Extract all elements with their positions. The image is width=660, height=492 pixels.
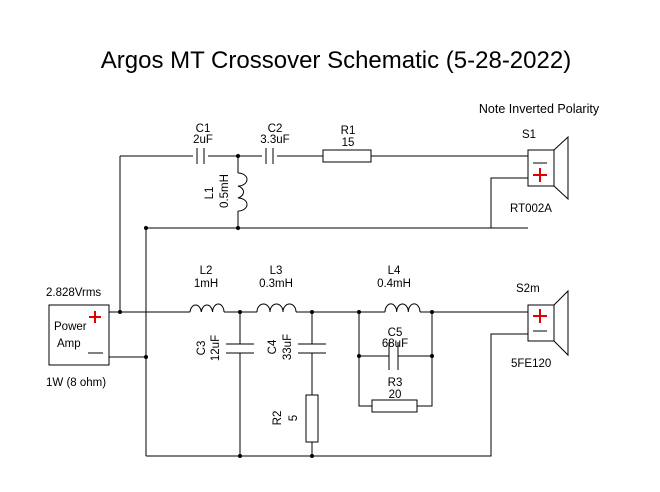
s2m-model: 5FE120 <box>511 358 551 370</box>
amp-voltage: 2.828Vrms <box>46 287 101 299</box>
ground-rail <box>146 333 528 457</box>
speaker-s1 <box>527 135 569 201</box>
l2-name: L2 <box>200 265 213 277</box>
inductor-l2 <box>189 303 225 313</box>
l3-name: L3 <box>270 265 283 277</box>
c3-value: 12uF <box>210 335 222 361</box>
c5-value: 68uF <box>382 338 408 350</box>
l3-value: 0.3mH <box>259 278 293 290</box>
c4-name: C4 <box>267 339 279 354</box>
r2-name: R2 <box>272 411 284 426</box>
l1-value: 0.5mH <box>219 174 231 208</box>
c5-name: C5 <box>388 327 403 339</box>
junction-dots <box>118 154 434 458</box>
inductor-l4 <box>384 303 421 313</box>
l4-name: L4 <box>388 265 401 277</box>
s1-return-wire <box>490 177 528 228</box>
inductor-l1 <box>237 172 248 212</box>
capacitor-c2 <box>265 148 274 164</box>
s2m-name: S2m <box>516 283 540 295</box>
r3-name: R3 <box>388 377 403 389</box>
l1-name: L1 <box>204 187 216 200</box>
l4-value: 0.4mH <box>377 278 411 290</box>
c2-name: C2 <box>268 123 283 135</box>
r3-value: 20 <box>389 389 402 401</box>
r2-value: 5 <box>288 415 300 421</box>
resistor-r1 <box>322 149 372 163</box>
c3-name: C3 <box>196 341 208 356</box>
resistor-r2 <box>305 394 319 443</box>
polarity-note: Note Inverted Polarity <box>479 102 600 116</box>
l4-parallel-wire <box>358 312 433 407</box>
c4-value: 33uF <box>282 334 294 360</box>
schematic-title: Argos MT Crossover Schematic (5-28-2022) <box>101 47 571 74</box>
c1-value: 2uF <box>193 134 213 146</box>
tweeter-return-wire <box>145 227 528 456</box>
capacitor-c4 <box>298 343 326 354</box>
capacitor-c1 <box>196 148 205 164</box>
c2-value: 3.3uF <box>260 134 289 146</box>
l2-value: 1mH <box>194 278 218 290</box>
power-amp-box <box>48 304 110 366</box>
amp-power: 1W (8 ohm) <box>46 377 106 389</box>
s1-name: S1 <box>522 129 536 141</box>
amp-label-line1: Power <box>54 321 87 333</box>
r1-value: 15 <box>342 137 355 149</box>
inductor-l3 <box>256 303 297 313</box>
resistor-r3 <box>371 399 418 413</box>
s1-model: RT002A <box>510 203 552 215</box>
capacitor-c5 <box>388 342 399 370</box>
r1-name: R1 <box>341 125 356 137</box>
capacitor-c3 <box>226 343 254 354</box>
source-positive-wire <box>109 156 190 313</box>
amp-label-line2: Amp <box>57 338 81 350</box>
wiring <box>109 155 528 457</box>
c1-name: C1 <box>196 123 211 135</box>
amp-plus-sign <box>89 311 101 323</box>
speaker-s2m <box>527 289 569 357</box>
